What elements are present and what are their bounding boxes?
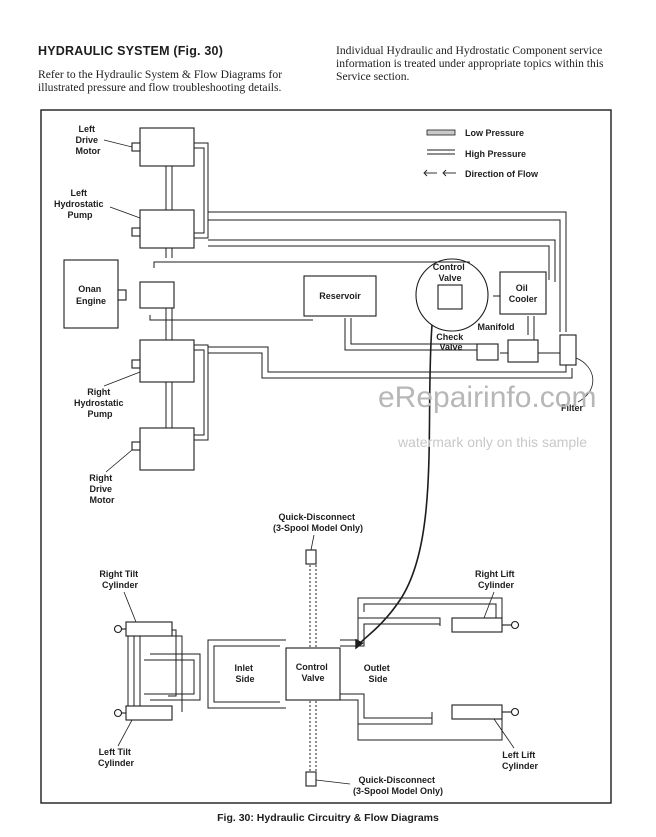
right-lift-cylinder bbox=[451, 617, 503, 633]
pump-drive-box bbox=[139, 281, 175, 309]
left-pump-box bbox=[139, 209, 195, 249]
component-info-paragraph: Individual Hydraulic and Hydrostatic Com… bbox=[336, 44, 604, 83]
legend-low-pressure: Low Pressure bbox=[465, 128, 524, 138]
label-right-lift: Right Lift Cylinder bbox=[475, 569, 517, 590]
control-valve-bottom-box bbox=[285, 647, 341, 701]
reservoir-box bbox=[303, 275, 377, 317]
right-drive-motor-box bbox=[139, 427, 195, 471]
flow-arrow-icon bbox=[442, 169, 447, 177]
label-reservoir: Reservoir bbox=[319, 291, 361, 301]
label-inlet-side: Inlet Side bbox=[234, 663, 255, 684]
left-drive-motor-shaft bbox=[131, 142, 141, 152]
legend-flow-direction: Direction of Flow bbox=[465, 169, 539, 179]
right-tilt-cylinder bbox=[125, 621, 173, 637]
control-valve-highlight-circle bbox=[415, 258, 489, 332]
label-left-drive-motor: Left Drive Motor bbox=[75, 124, 101, 156]
oil-cooler-box bbox=[499, 271, 547, 315]
figure-caption: Fig. 30: Hydraulic Circuitry & Flow Diag… bbox=[217, 812, 439, 824]
left-drive-motor-box bbox=[139, 127, 195, 167]
check-valve-box bbox=[476, 343, 499, 361]
legend: Low Pressure High Pressure Direction of … bbox=[423, 128, 539, 179]
label-manifold: Manifold bbox=[478, 322, 515, 332]
label-right-drive-motor: Right Drive Motor bbox=[89, 473, 115, 505]
label-qd-top: Quick-Disconnect (3-Spool Model Only) bbox=[273, 512, 363, 533]
label-left-pump: Left Hydrostatic Pump bbox=[54, 188, 106, 220]
engine-box bbox=[63, 259, 119, 329]
label-check-valve: Check Valve bbox=[436, 332, 466, 352]
section-title: HYDRAULIC SYSTEM (Fig. 30) bbox=[38, 44, 224, 58]
left-lift-cylinder bbox=[451, 704, 503, 720]
label-outlet-side: Outlet Side bbox=[364, 663, 393, 684]
quick-disconnect-top bbox=[305, 549, 317, 565]
drive-system bbox=[149, 142, 573, 441]
loader-components bbox=[113, 549, 520, 787]
label-left-tilt: Left Tilt Cylinder bbox=[98, 747, 135, 768]
figure-frame bbox=[40, 109, 612, 804]
label-right-pump: Right Hydrostatic Pump bbox=[74, 387, 126, 419]
left-tilt-cylinder bbox=[125, 705, 173, 721]
intro-paragraph: Refer to the Hydraulic System & Flow Dia… bbox=[38, 68, 283, 94]
label-left-lift: Left Lift Cylinder bbox=[502, 750, 539, 771]
low-pressure-swatch bbox=[426, 129, 456, 136]
right-pump-box bbox=[139, 339, 195, 383]
label-qd-bottom: Quick-Disconnect (3-Spool Model Only) bbox=[353, 775, 443, 796]
label-oil-cooler: Oil Cooler bbox=[509, 283, 538, 304]
label-right-tilt: Right Tilt Cylinder bbox=[99, 569, 140, 590]
filter-box bbox=[559, 334, 577, 366]
detail-link-arrow bbox=[355, 324, 433, 650]
watermark-note: watermark only on this sample bbox=[397, 434, 587, 450]
watermark-site: eRepairinfo.com bbox=[378, 381, 596, 414]
quick-disconnect-bottom bbox=[305, 771, 317, 787]
label-filter: Filter bbox=[561, 403, 584, 413]
label-control-valve-top: Control Valve bbox=[433, 262, 468, 283]
component-boxes bbox=[63, 127, 577, 471]
control-valve-box bbox=[437, 284, 463, 310]
label-engine: Onan Engine bbox=[76, 284, 106, 306]
legend-high-pressure: High Pressure bbox=[465, 149, 526, 159]
label-control-valve-bottom: Control Valve bbox=[296, 662, 331, 683]
manifold-box bbox=[507, 339, 539, 363]
